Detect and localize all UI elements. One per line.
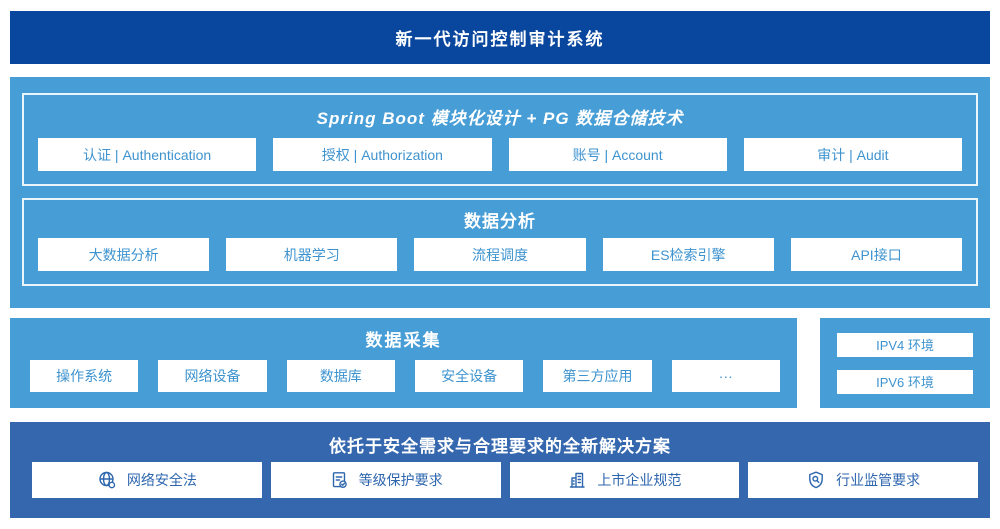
globe-icon — [97, 470, 117, 490]
analysis-row: 大数据分析 机器学习 流程调度 ES检索引擎 API接口 — [24, 238, 976, 284]
analysis-item: 机器学习 — [226, 238, 398, 271]
analysis-item: ES检索引擎 — [602, 238, 774, 271]
document-check-icon — [329, 470, 349, 490]
solution-title: 依托于安全需求与合理要求的全新解决方案 — [329, 437, 671, 456]
module-item: 账号 | Account — [508, 138, 727, 171]
collection-item: 第三方应用 — [543, 360, 652, 392]
title-banner: 新一代访问控制审计系统 — [10, 11, 990, 64]
solution-item: 等级保护要求 — [270, 462, 501, 498]
solution-item-label: 行业监管要求 — [836, 472, 921, 488]
environment-item: IPV6 环境 — [837, 369, 973, 394]
module-item: 认证 | Authentication — [38, 138, 257, 171]
solution-item: 上市企业规范 — [509, 462, 740, 498]
solution-row: 网络安全法 等级保护要求 — [32, 462, 978, 498]
shield-search-icon — [806, 470, 826, 490]
platform-section: Spring Boot 模块化设计 + PG 数据仓储技术 认证 | Authe… — [10, 77, 990, 308]
diagram-title: 新一代访问控制审计系统 — [395, 30, 605, 49]
environment-panel: IPV4 环境 IPV6 环境 — [820, 318, 990, 408]
modules-title: Spring Boot 模块化设计 + PG 数据仓储技术 — [316, 109, 684, 128]
analysis-subsection: 数据分析 大数据分析 机器学习 流程调度 ES检索引擎 API接口 — [22, 198, 978, 286]
module-item: 审计 | Audit — [743, 138, 962, 171]
modules-subsection: Spring Boot 模块化设计 + PG 数据仓储技术 认证 | Authe… — [22, 93, 978, 186]
collection-section: 数据采集 操作系统 网络设备 数据库 安全设备 第三方应用 ··· — [10, 318, 797, 408]
collection-row: 操作系统 网络设备 数据库 安全设备 第三方应用 ··· — [30, 360, 780, 392]
collection-item-ellipsis: ··· — [671, 360, 780, 392]
collection-item: 安全设备 — [414, 360, 524, 392]
solution-item-label: 网络安全法 — [126, 472, 197, 488]
building-icon — [567, 470, 587, 490]
analysis-item: 流程调度 — [414, 238, 586, 271]
analysis-title: 数据分析 — [464, 211, 536, 231]
collection-title: 数据采集 — [365, 331, 442, 350]
solution-item: 行业监管要求 — [748, 462, 978, 498]
solution-section: 依托于安全需求与合理要求的全新解决方案 网络安全法 — [10, 422, 990, 518]
solution-item-label: 等级保护要求 — [358, 472, 443, 488]
collection-item: 操作系统 — [30, 360, 139, 392]
modules-row: 认证 | Authentication 授权 | Authorization 账… — [24, 138, 976, 184]
solution-item: 网络安全法 — [32, 462, 262, 498]
module-item: 授权 | Authorization — [273, 138, 492, 171]
solution-item-label: 上市企业规范 — [597, 472, 682, 488]
environment-item: IPV4 环境 — [837, 332, 973, 357]
collection-item: 数据库 — [286, 360, 395, 392]
collection-item: 网络设备 — [158, 360, 267, 392]
analysis-item: API接口 — [790, 238, 963, 271]
analysis-item: 大数据分析 — [38, 238, 210, 271]
